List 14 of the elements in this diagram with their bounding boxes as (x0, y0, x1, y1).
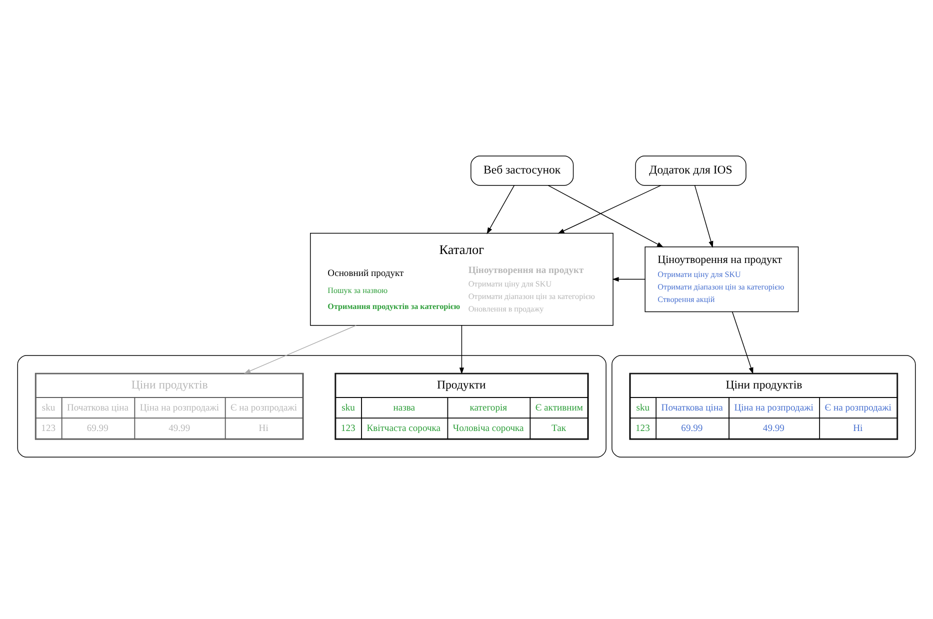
arrow (548, 185, 664, 248)
node-box: Додаток для IOS (635, 156, 746, 186)
cluster (17, 355, 606, 458)
arrow (486, 185, 515, 234)
arrow (694, 185, 714, 248)
arrow (732, 311, 754, 374)
arrow (558, 185, 662, 234)
arrow (459, 325, 464, 374)
node-box: Веб застосунок (470, 156, 574, 186)
node-box: Каталог Основний продукт Пошук за назвою Отримання продуктів за категорією Ціноутворення на продукт Отримати ціну для SKU Отримати діапазон цін за категорією Оновлення в продажу (310, 232, 614, 326)
cluster (612, 355, 916, 458)
node-box: Ціноутворення на продукт Отримати ціну для SKU Отримати діапазон цін за категорією Створення акцій (644, 246, 799, 312)
arrow (244, 325, 357, 374)
arrow (612, 276, 646, 282)
